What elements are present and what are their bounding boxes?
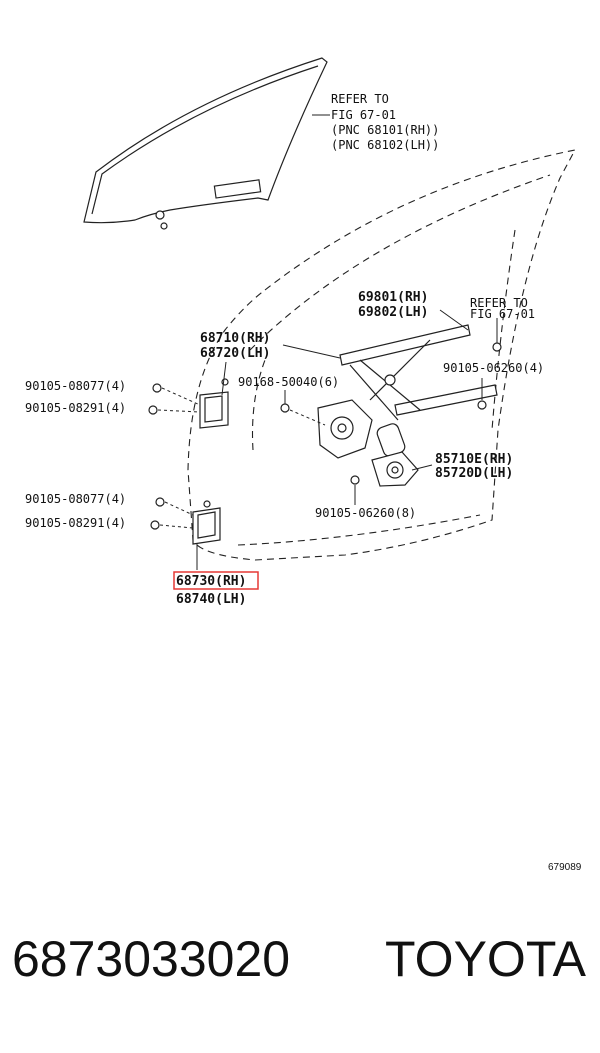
refer-top-line-2: FIG 67-01: [331, 108, 396, 122]
refer-right-line-2: FIG 67-01: [470, 307, 535, 321]
label-85710e: 85710E(RH): [435, 452, 513, 467]
figure-code: 679089: [548, 862, 582, 873]
refer-top-note: REFER TO FIG 67-01 (PNC 68101(RH)) (PNC …: [331, 92, 439, 152]
parts-diagram: REFER TO FIG 67-01 (PNC 68101(RH)) (PNC …: [25, 57, 582, 873]
label-90105-08291-bottom: 90105-08291(4): [25, 516, 126, 530]
label-90105-08077-top: 90105-08077(4): [25, 379, 126, 393]
label-69801: 69801(RH): [358, 290, 428, 305]
bolts: [148, 342, 502, 530]
leader-lines: [157, 114, 498, 570]
footer: 6873033020 TOYOTA: [0, 930, 600, 1020]
label-68730-highlighted[interactable]: 68730(RH): [176, 574, 246, 589]
label-90105-08291-top: 90105-08291(4): [25, 401, 126, 415]
lower-hinge: [192, 500, 221, 545]
refer-top-line-4: (PNC 68102(LH)): [331, 138, 439, 152]
door-glass: [83, 57, 328, 230]
part-number: 6873033020: [12, 931, 291, 987]
label-68740: 68740(LH): [176, 592, 246, 607]
label-90105-06260-bottom: 90105-06260(8): [315, 506, 416, 520]
label-68720: 68720(LH): [200, 346, 270, 361]
label-85720d: 85720D(LH): [435, 466, 513, 481]
refer-top-line-1: REFER TO: [331, 92, 389, 106]
regulator-drum: [317, 399, 373, 459]
label-90168-50040: 90168-50040(6): [238, 375, 339, 389]
highlight-box: [173, 571, 259, 590]
door-outline: [187, 149, 577, 561]
label-90105-08077-bottom: 90105-08077(4): [25, 492, 126, 506]
upper-hinge: [199, 378, 229, 429]
refer-right-line-1: REFER TO: [470, 296, 528, 310]
label-68710: 68710(RH): [200, 331, 270, 346]
label-69802: 69802(LH): [358, 305, 428, 320]
refer-top-line-3: (PNC 68101(RH)): [331, 123, 439, 137]
window-motor: [371, 423, 419, 487]
refer-right-note: REFER TO FIG 67-01: [470, 296, 535, 321]
window-regulator: [339, 324, 498, 421]
label-90105-06260-right: 90105-06260(4): [443, 361, 544, 375]
brand-name: TOYOTA: [385, 931, 586, 987]
